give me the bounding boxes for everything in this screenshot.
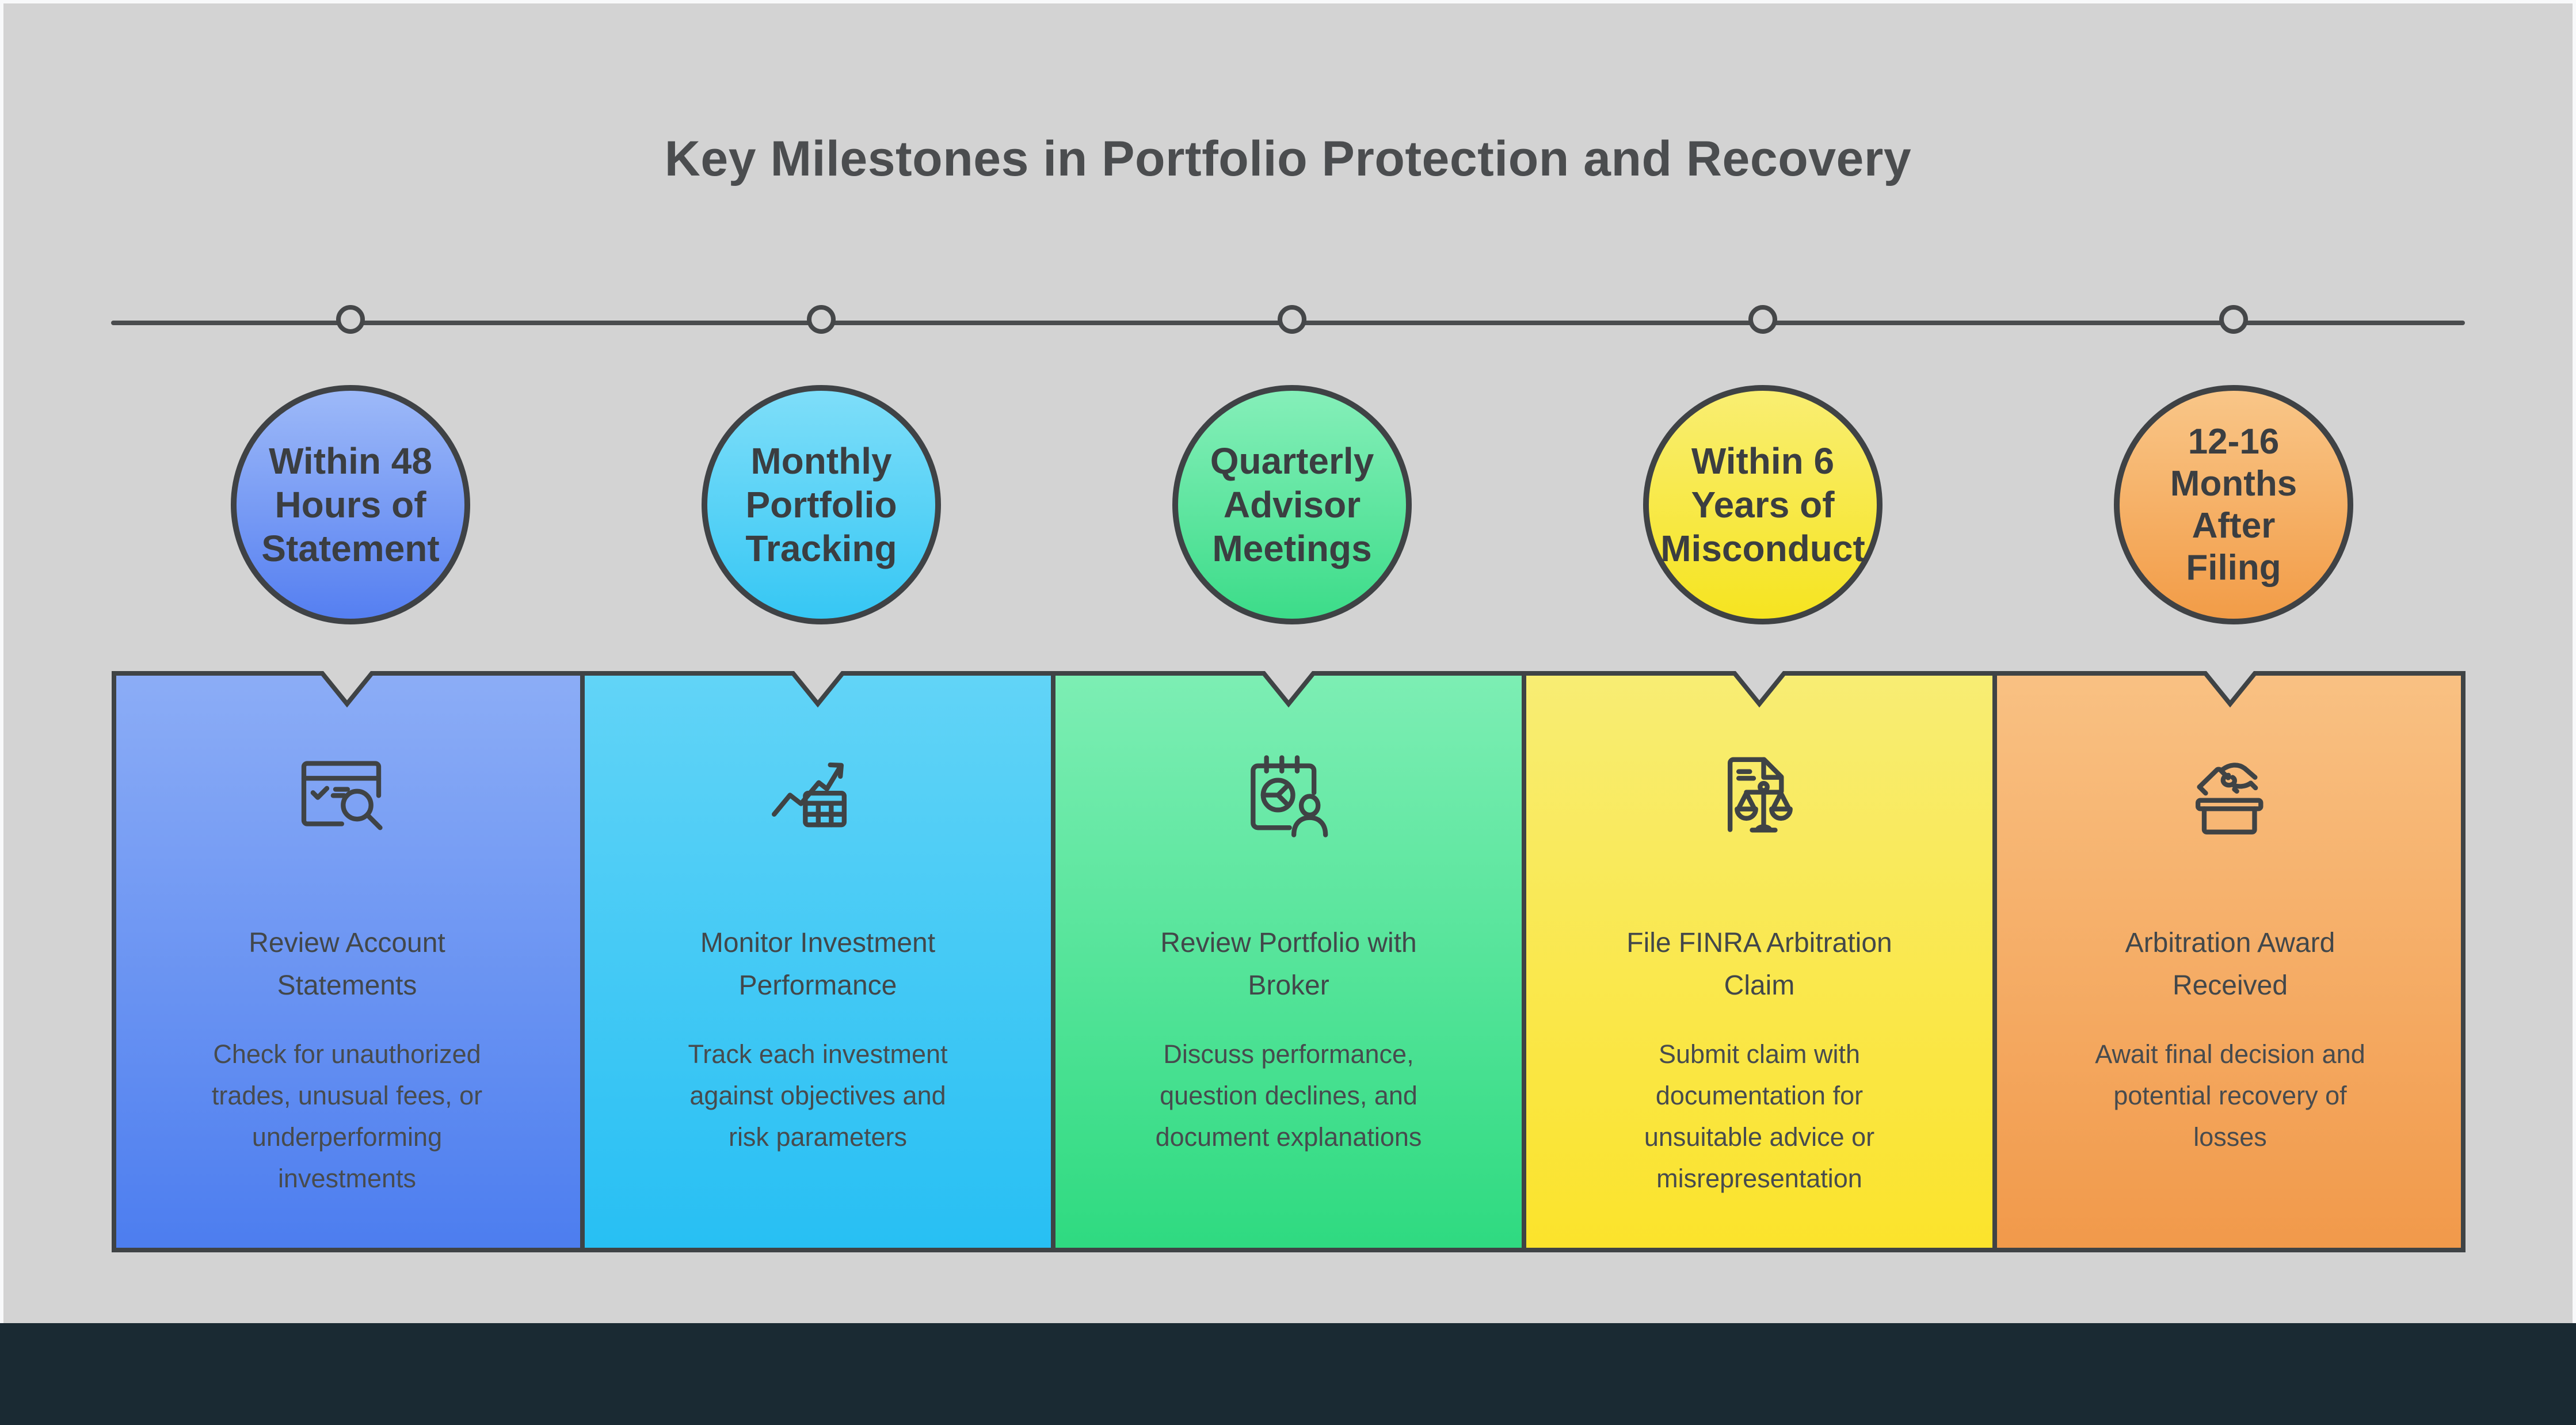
card-title: Arbitration Award Received (2125, 922, 2335, 1007)
card-body-line: underperforming (251, 1122, 443, 1152)
document-scales-icon (1702, 739, 1817, 860)
milestone-label: Quarterly Advisor Meetings (1210, 439, 1374, 570)
card-body-line: against objectives and (689, 1081, 946, 1110)
card-file-finra-claim: File FINRA Arbitration Claim Submit clai… (1524, 671, 1995, 1252)
timeline-node-4 (1748, 305, 1777, 334)
timeline-node-5 (2219, 305, 2248, 334)
canvas-background: Key Milestones in Portfolio Protection a… (3, 3, 2573, 1323)
milestone-label: Within 48 Hours of Statement (261, 439, 439, 570)
timeline-node-2 (807, 305, 836, 334)
milestone-circle-1: Within 48 Hours of Statement (231, 385, 470, 624)
page-title: Key Milestones in Portfolio Protection a… (664, 131, 1912, 186)
calendar-piechart-person-icon (1231, 739, 1346, 860)
account-statement-magnifier-icon (289, 739, 405, 860)
footer-band (0, 1323, 2576, 1425)
card-body-line: investments (277, 1164, 417, 1193)
milestone-label-line: Quarterly (1210, 440, 1374, 482)
card-body-line: Await final decision and (2095, 1039, 2365, 1069)
milestone-label-line: Within 48 (269, 440, 432, 482)
card-title-line: Performance (738, 970, 897, 1001)
card-body-line: Submit claim with (1658, 1039, 1861, 1069)
card-title: File FINRA Arbitration Claim (1626, 922, 1892, 1007)
timeline-node-3 (1278, 305, 1306, 334)
card-title: Review Account Statements (249, 922, 445, 1007)
card-title-line: File FINRA Arbitration (1626, 928, 1892, 958)
card-body-line: trades, unusual fees, or (211, 1081, 483, 1110)
card-title-line: Review Portfolio with (1160, 928, 1417, 958)
milestone-label-line: Months (2170, 464, 2297, 504)
card-arbitration-award: Arbitration Award Received Await final d… (1995, 671, 2466, 1252)
card-body-line: Check for unauthorized (213, 1039, 481, 1069)
milestone-label: 12-16 Months After Filing (2170, 421, 2297, 589)
milestone-label-line: Tracking (745, 528, 897, 569)
card-title-line: Broker (1248, 970, 1329, 1001)
milestone-label-line: Within 6 (1691, 440, 1835, 482)
card-body-line: document explanations (1155, 1122, 1422, 1152)
milestone-label-line: Monthly (750, 440, 892, 482)
card-body: Await final decision and potential recov… (2095, 1034, 2365, 1158)
card-title: Monitor Investment Performance (700, 922, 935, 1007)
milestone-label-line: Portfolio (745, 484, 897, 525)
card-title-line: Claim (1724, 970, 1795, 1001)
card-body-line: unsuitable advice or (1644, 1122, 1875, 1152)
card-body-line: documentation for (1655, 1081, 1864, 1110)
card-title-line: Received (2172, 970, 2288, 1001)
card-title-line: Arbitration Award (2125, 928, 2335, 958)
timeline-node-1 (336, 305, 365, 334)
card-review-with-broker: Review Portfolio with Broker Discuss per… (1053, 671, 1524, 1252)
card-review-statements: Review Account Statements Check for unau… (112, 671, 582, 1252)
card-body-line: losses (2193, 1122, 2267, 1152)
card-body-line: misrepresentation (1656, 1164, 1862, 1193)
milestone-label-line: Meetings (1212, 528, 1372, 569)
card-body-line: risk parameters (728, 1122, 908, 1152)
milestone-label-line: Misconduct (1660, 528, 1865, 569)
milestone-label-line: Years of (1691, 484, 1835, 525)
milestone-label-line: 12-16 (2188, 422, 2280, 462)
performance-chart-icon (760, 739, 875, 860)
milestone-label-line: Filing (2186, 548, 2281, 588)
card-body: Check for unauthorized trades, unusual f… (212, 1034, 482, 1199)
card-body-line: potential recovery of (2113, 1081, 2347, 1110)
ballot-box-hand-icon (2173, 739, 2288, 860)
milestone-circle-5: 12-16 Months After Filing (2114, 385, 2353, 624)
card-title-line: Review Account (249, 928, 445, 958)
milestone-cards-outline (112, 671, 2466, 1252)
milestone-circle-4: Within 6 Years of Misconduct (1643, 385, 1883, 624)
card-title-line: Monitor Investment (700, 928, 936, 958)
milestone-label-line: After (2192, 506, 2276, 546)
card-title: Review Portfolio with Broker (1160, 922, 1417, 1007)
milestone-circle-2: Monthly Portfolio Tracking (702, 385, 941, 624)
milestone-label-line: Hours of (275, 484, 426, 525)
card-title-line: Statements (277, 970, 417, 1001)
card-body-line: question declines, and (1160, 1081, 1417, 1110)
card-monitor-performance: Monitor Investment Performance Track eac… (582, 671, 1053, 1252)
milestone-label-line: Advisor (1223, 484, 1361, 525)
card-body-line: Track each investment (688, 1039, 948, 1069)
milestone-label: Within 6 Years of Misconduct (1660, 439, 1865, 570)
milestone-circle-3: Quarterly Advisor Meetings (1172, 385, 1412, 624)
card-body: Submit claim with documentation for unsu… (1644, 1034, 1874, 1199)
card-body: Track each investment against objectives… (688, 1034, 947, 1158)
milestone-label-line: Statement (261, 528, 440, 569)
milestone-label: Monthly Portfolio Tracking (745, 439, 897, 570)
card-body: Discuss performance, question declines, … (1156, 1034, 1422, 1158)
card-body-line: Discuss performance, (1163, 1039, 1414, 1069)
